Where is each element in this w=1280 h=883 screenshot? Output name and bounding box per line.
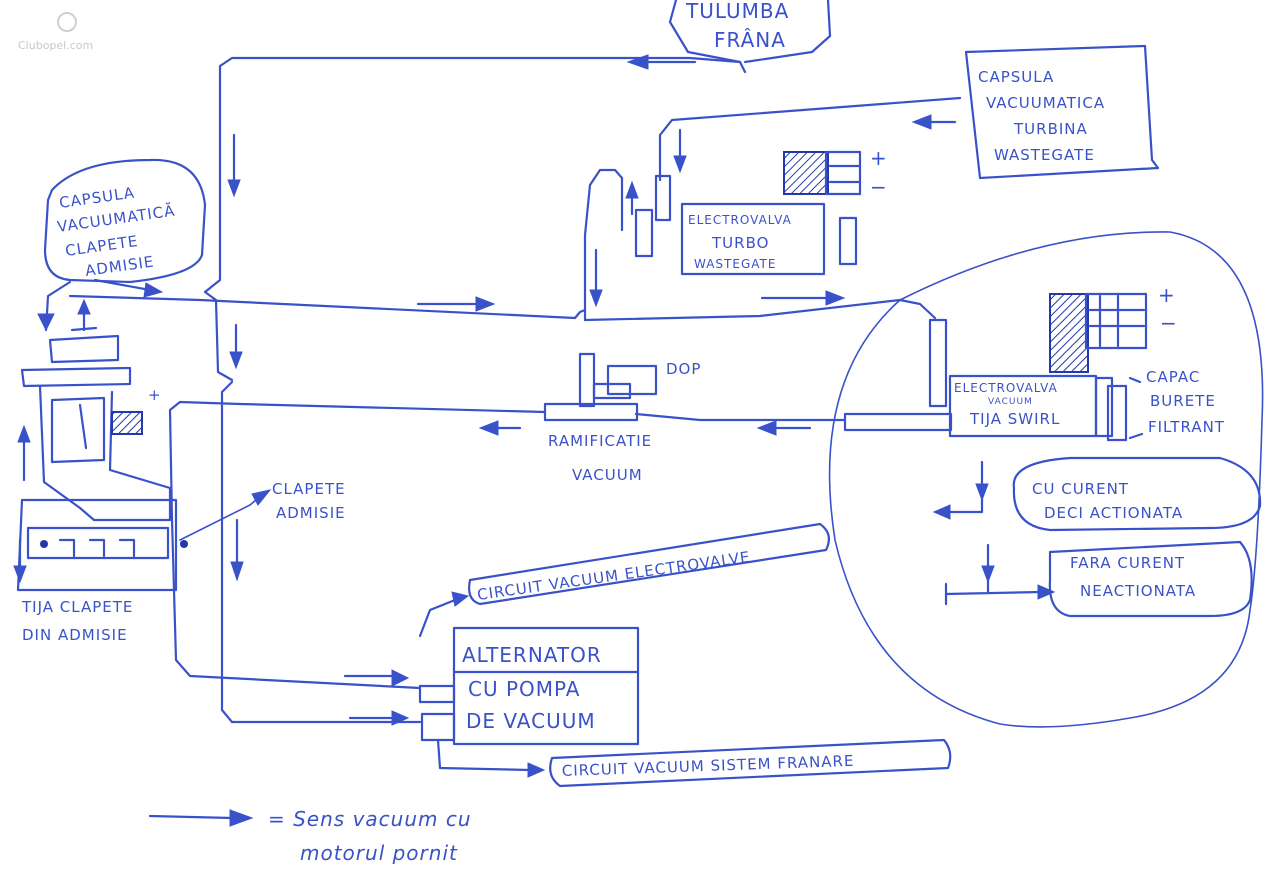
electrovalva-turbo-node: + − ELECTROVALVA TURBO WASTEGATE [634,146,888,276]
electrovalva-turbo-plus: + [870,146,888,170]
arrow-alt-2 [391,710,410,726]
arrow-state-off-right [1037,584,1056,600]
intake-actuator-plus: + [148,386,162,404]
alternator-label-2: CU POMPA [468,677,580,701]
cu-curent-label-2: DECI ACTIONATA [1044,504,1183,522]
arrow-state-on-down [975,483,989,502]
pompa-frana-node: TULUMBA FRÂNA [668,0,832,74]
fara-curent-label-1: FARA CURENT [1070,554,1185,572]
electrovalva-swirl-minus: − [1160,311,1178,335]
electrovalva-swirl-plus: + [1158,283,1176,307]
alternator-label-3: DE VACUUM [466,709,596,733]
electrovalva-turbo-label-1: ELECTROVALVA [688,213,792,227]
cu-curent-label-1: CU CURENT [1032,480,1129,498]
arrow-ram-left [478,420,499,436]
arrow-intake-up [77,298,91,315]
capsula-turbina-label-4: WASTEGATE [994,146,1095,164]
arrow-top-left [626,54,649,70]
capsula-turbina-label-1: CAPSULA [978,68,1054,86]
arrow-trunk-3 [230,561,244,582]
valve-state-legend: CU CURENT DECI ACTIONATA FARA CURENT NEA… [932,456,1262,618]
ramificatie-node: DOP RAMIFICATIE VACUUM [543,352,701,484]
pompa-frana-label-2: FRÂNA [714,28,786,52]
arrow-capsula-turbina-left [911,114,932,130]
arrow-mid-right-1 [475,296,496,312]
intake-actuator [111,411,143,435]
arrow-trunk-2 [229,351,243,370]
electrovalva-turbo-label-3: WASTEGATE [694,257,776,271]
electrovalva-swirl-node: + − ELECTROVALVA VACUUM TIJA SWIRL [843,283,1178,442]
arrow-intake-left-down [13,565,27,584]
legend: = Sens vacuum cu motorul pornit [148,807,472,865]
capac-burete-label-1: CAPAC [1146,368,1200,386]
dop-label: DOP [666,360,701,378]
clapete-admisie-label-1: CLAPETE [272,480,346,498]
electrovalva-turbo-label-2: TURBO [711,234,769,252]
capsula-turbina-node: CAPSULA VACUUMATICA TURBINA WASTEGATE [964,44,1160,180]
watermark-logo: Clubopel.com [18,39,93,52]
electrovalva-swirl-label-1: ELECTROVALVA [954,381,1058,395]
arrow-clapete-admisie [251,489,272,506]
vacuum-lines [68,54,962,778]
tija-clapete-label-2: DIN ADMISIE [22,626,128,644]
arrow-turbo-up [625,180,639,199]
arrow-swirl-left [756,420,777,436]
circuit-electrovalve-node: CIRCUIT VACUUM ELECTROVALVE [468,522,831,606]
arrow-mid-right-2 [825,290,846,306]
arrow-capsula-clapete [143,282,164,298]
fara-curent-label-2: NEACTIONATA [1080,582,1196,600]
arrow-circuit-electrovalve [451,591,470,607]
capsula-turbina-label-2: VACUUMATICA [986,94,1105,112]
arrow-intake-left-up [17,424,31,443]
ramificatie-label-2: VACUUM [572,466,643,484]
electrovalva-swirl-label-3: TIJA SWIRL [969,410,1060,428]
capac-burete-label-2: BURETE [1150,392,1216,410]
electrovalva-turbo-minus: − [870,175,888,199]
capsula-clapete-node: CAPSULA VACUUMATICĂ CLAPETE ADMISIE [37,158,207,332]
tija-clapete-label-1: TIJA CLAPETE [21,598,133,616]
pompa-frana-label-1: TULUMBA [685,0,789,23]
clapete-admisie-label-2: ADMISIE [276,504,346,522]
arrow-capsula-down [37,313,55,332]
legend-text-2: motorul pornit [300,841,458,865]
arrow-turbo-down [673,155,687,174]
arrow-ram-down [589,289,603,308]
intake-manifold-node: + [13,298,188,592]
legend-arrow-icon [229,809,254,827]
capsula-turbina-label-3: TURBINA [1013,120,1088,138]
capac-burete-node: CAPAC BURETE FILTRANT [1128,368,1225,440]
arrow-trunk-1 [227,179,241,198]
ramificatie-label-1: RAMIFICATIE [548,432,652,450]
capac-burete-label-3: FILTRANT [1148,418,1225,436]
arrow-state-off-down [981,565,995,584]
legend-text-1: = Sens vacuum cu [268,807,472,831]
arrow-circuit-franare [527,762,546,778]
arrow-state-on-left [932,504,951,520]
electrovalva-swirl-label-2: VACUUM [988,397,1033,407]
swirl-region-outline [828,231,1264,728]
electrovalva-turbo-connector [783,151,829,195]
circuit-franare-node: CIRCUIT VACUUM SISTEM FRANARE [549,738,952,788]
capsula-clapete-label-4: ADMISIE [84,252,155,280]
arrow-alt-1 [391,669,410,687]
electrovalva-swirl-connector [1049,293,1089,373]
alternator-label-1: ALTERNATOR [462,643,602,667]
watermark-icon [57,12,77,32]
alternator-node: ALTERNATOR CU POMPA DE VACUUM [418,626,640,746]
